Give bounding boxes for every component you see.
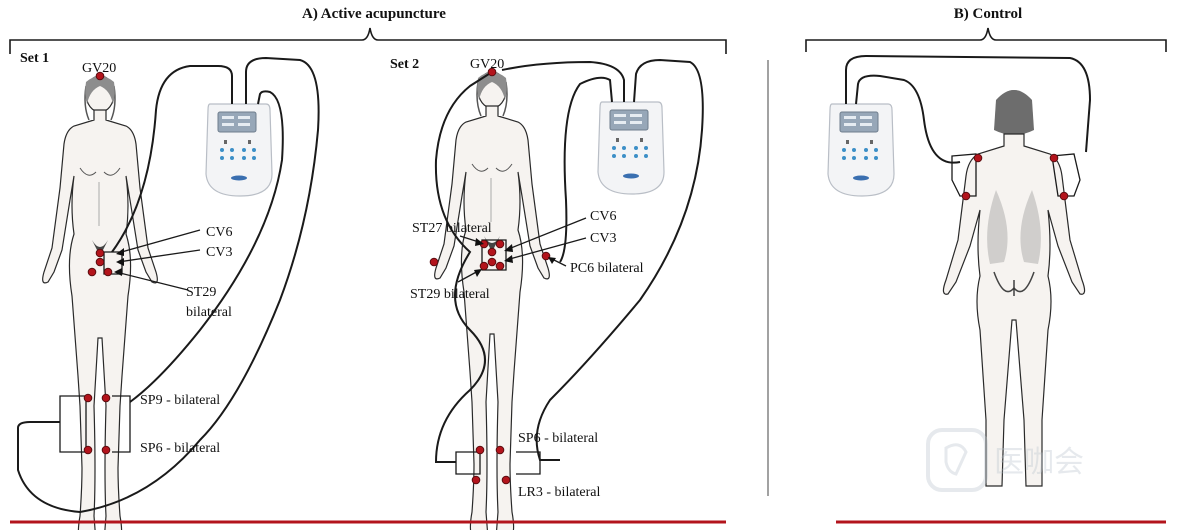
active-bracket xyxy=(9,27,727,54)
control-point-arm-right xyxy=(1059,191,1069,201)
set1-point-gv20 xyxy=(95,71,105,81)
active-acupuncture-title: A) Active acupuncture xyxy=(302,6,446,22)
set2-device xyxy=(597,101,665,195)
set2-label-st27: ST27 bilateral xyxy=(412,221,492,236)
set2-point-cv3 xyxy=(487,257,497,267)
control-figure xyxy=(942,90,1086,487)
set1-label-st29-bilateral: bilateral xyxy=(186,305,232,320)
set1-label-cv6: CV6 xyxy=(206,225,232,240)
set1-point-sp9-right xyxy=(101,393,111,403)
set2-point-pc6-left xyxy=(429,257,439,267)
set1-point-sp9-left xyxy=(83,393,93,403)
set2-label-pc6: PC6 bilateral xyxy=(570,261,644,276)
set2-label-st29: ST29 bilateral xyxy=(410,287,490,302)
watermark-text: 医咖会 xyxy=(994,445,1084,480)
set1-point-sp6-right xyxy=(101,445,111,455)
set1-point-cv6 xyxy=(95,248,105,258)
set2-point-gv20 xyxy=(487,67,497,77)
set2-point-st29-right xyxy=(495,261,505,271)
set1-label-cv3: CV3 xyxy=(206,245,232,260)
set2-point-pc6-right xyxy=(541,251,551,261)
set2-point-lr3-left xyxy=(471,475,481,485)
watermark: 医咖会 xyxy=(926,428,1084,492)
set2-point-cv6 xyxy=(487,247,497,257)
set2-pointer-arrows xyxy=(457,217,587,283)
set1-label-sp9: SP9 - bilateral xyxy=(140,393,220,408)
set1-label-gv20: GV20 xyxy=(82,61,116,76)
set2-point-sp6-right xyxy=(495,445,505,455)
set1-pointer-arrows xyxy=(114,229,201,291)
set1-device xyxy=(205,103,273,197)
control-point-arm-left xyxy=(961,191,971,201)
set2-label-cv6: CV6 xyxy=(590,209,616,224)
set2-label-sp6: SP6 - bilateral xyxy=(518,431,598,446)
control-device xyxy=(827,103,895,197)
set1-figure xyxy=(41,75,159,530)
set1-point-st29-left xyxy=(87,267,97,277)
set2-label: Set 2 xyxy=(390,57,419,72)
set1-label: Set 1 xyxy=(20,51,49,66)
set1-point-cv3 xyxy=(95,257,105,267)
control-point-shoulder-right xyxy=(1049,153,1059,163)
set2-point-st29-left xyxy=(479,261,489,271)
set1-point-sp6-left xyxy=(83,445,93,455)
set2-point-st27-right xyxy=(495,239,505,249)
set2-point-lr3-right xyxy=(501,475,511,485)
set1-point-st29-right xyxy=(103,267,113,277)
control-points xyxy=(961,153,1069,201)
set2-label-gv20: GV20 xyxy=(470,57,504,72)
control-title: B) Control xyxy=(954,6,1022,22)
set1-label-sp6: SP6 - bilateral xyxy=(140,441,220,456)
set2-point-sp6-left xyxy=(475,445,485,455)
set1-label-st29: ST29 xyxy=(186,285,216,300)
set1-leads xyxy=(17,56,320,514)
control-bracket xyxy=(805,27,1167,52)
set1-points xyxy=(83,71,113,455)
set2-leads xyxy=(434,58,704,475)
set2-label-cv3: CV3 xyxy=(590,231,616,246)
control-point-shoulder-left xyxy=(973,153,983,163)
set2-label-lr3: LR3 - bilateral xyxy=(518,485,601,500)
